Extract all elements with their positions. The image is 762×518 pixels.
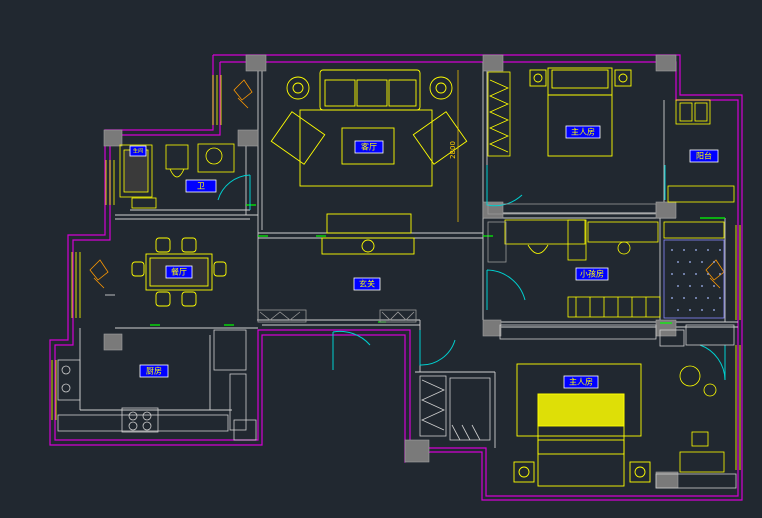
bed-icon [529, 67, 632, 157]
label-master-bedroom-top: 主人房 [565, 125, 601, 139]
label-master-bedroom-bottom: 主人房 [563, 375, 599, 389]
dotted-rug [671, 249, 721, 311]
study-cabinet-row [487, 203, 725, 319]
windows [51, 75, 741, 470]
structural-columns [103, 54, 679, 489]
tv-cabinet-icon [321, 213, 415, 255]
washing-machine-icon [667, 99, 735, 203]
armchair-icon [679, 365, 725, 473]
desk-icon [504, 219, 725, 318]
toilet-icon [119, 143, 235, 209]
svg-text:小孩房: 小孩房 [580, 269, 604, 279]
label-study: 小孩房 [575, 267, 609, 281]
label-hall: 玄关 [353, 277, 381, 291]
wardrobe-top [487, 71, 511, 157]
master-bed-icon [513, 363, 651, 487]
svg-text:阳台: 阳台 [696, 151, 712, 161]
interior-walls [79, 62, 738, 448]
hall-cabinets [257, 309, 417, 323]
outer-wall-outline [49, 54, 743, 501]
label-kitchen: 厨房 [139, 364, 169, 378]
label-living: 客厅 [354, 140, 384, 154]
door-swings [217, 165, 726, 381]
svg-text:主人房: 主人房 [571, 127, 595, 137]
label-bathroom-suffix: 生间 [129, 145, 147, 157]
svg-text:客厅: 客厅 [361, 142, 377, 152]
svg-text:生间: 生间 [133, 148, 143, 155]
svg-text:玄关: 玄关 [359, 279, 375, 289]
dimension-text: 2800 [449, 141, 457, 159]
label-bathroom: 卫 [185, 179, 217, 193]
kitchen-counter [57, 329, 257, 441]
bottom-right-cabinets [655, 324, 737, 489]
label-dining: 餐厅 [165, 265, 193, 279]
sofa-icon [270, 69, 468, 187]
svg-text:餐厅: 餐厅 [171, 268, 187, 277]
svg-text:厨房: 厨房 [146, 366, 162, 376]
svg-text:主人房: 主人房 [569, 377, 593, 387]
label-balcony: 阳台 [689, 149, 719, 163]
svg-text:卫: 卫 [197, 182, 205, 191]
plant-icon [89, 79, 725, 289]
wardrobe-bottom [419, 324, 657, 441]
